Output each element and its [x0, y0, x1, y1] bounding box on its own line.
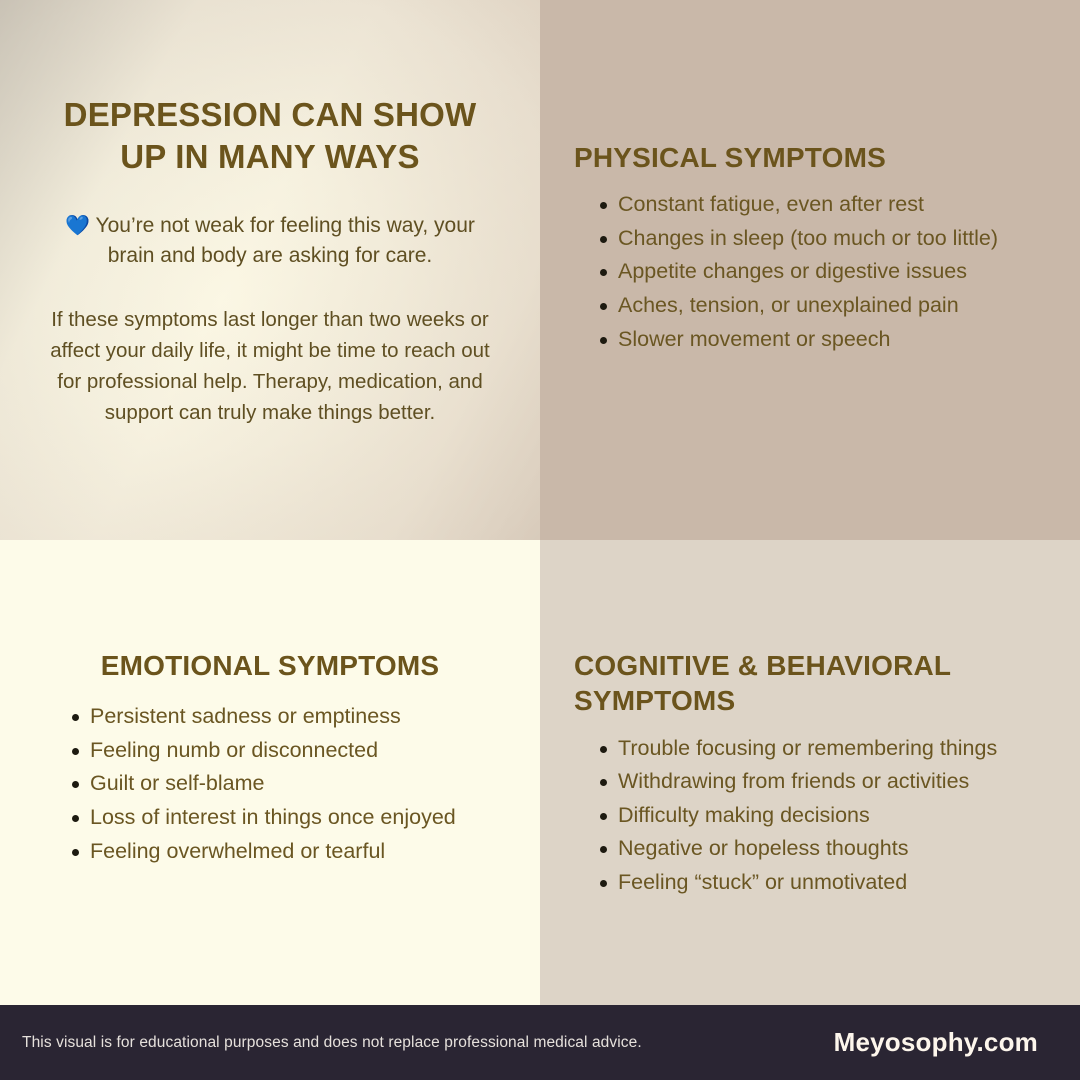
list-item: Changes in sleep (too much or too little…	[574, 223, 1046, 255]
list-item: Difficulty making decisions	[574, 800, 1046, 832]
list-item: Trouble focusing or remembering things	[574, 733, 1046, 765]
list-item: Withdrawing from friends or activities	[574, 766, 1046, 798]
list-item: Constant fatigue, even after rest	[574, 189, 1046, 221]
list-item: Appetite changes or digestive issues	[574, 256, 1046, 288]
list-item: Feeling “stuck” or unmotivated	[574, 867, 1046, 899]
blue-heart-icon: 💙	[65, 215, 91, 238]
intro-lead: 💙 You’re not weak for feeling this way, …	[44, 211, 496, 271]
footer-bar: This visual is for educational purposes …	[0, 1005, 1080, 1080]
list-item: Feeling numb or disconnected	[38, 735, 502, 767]
list-item: Loss of interest in things once enjoyed	[38, 802, 502, 834]
list-item: Persistent sadness or emptiness	[38, 701, 502, 733]
list-item: Slower movement or speech	[574, 324, 1046, 356]
list-item: Negative or hopeless thoughts	[574, 833, 1046, 865]
panel-cognitive-symptoms: COGNITIVE & BEHAVIORAL SYMPTOMS Trouble …	[540, 540, 1080, 1005]
physical-symptoms-title: PHYSICAL SYMPTOMS	[574, 142, 886, 173]
panel-physical-symptoms: PHYSICAL SYMPTOMS Constant fatigue, even…	[540, 0, 1080, 540]
brand-logo: Meyosophy.com	[833, 1027, 1038, 1057]
panel-intro: DEPRESSION CAN SHOW UP IN MANY WAYS 💙 Yo…	[0, 0, 540, 540]
list-item: Aches, tension, or unexplained pain	[574, 290, 1046, 322]
intro-body: If these symptoms last longer than two w…	[50, 307, 490, 425]
footer-disclaimer: This visual is for educational purposes …	[22, 1033, 642, 1051]
page-title: DEPRESSION CAN SHOW UP IN MANY WAYS	[63, 96, 477, 175]
emotional-symptoms-title: EMOTIONAL SYMPTOMS	[100, 650, 440, 681]
list-item: Guilt or self-blame	[38, 768, 502, 800]
cognitive-symptoms-title: COGNITIVE & BEHAVIORAL SYMPTOMS	[574, 650, 951, 717]
quadrant-grid: DEPRESSION CAN SHOW UP IN MANY WAYS 💙 Yo…	[0, 0, 1080, 1005]
intro-lead-text: You’re not weak for feeling this way, yo…	[95, 214, 475, 268]
list-item: Feeling overwhelmed or tearful	[38, 836, 502, 868]
panel-emotional-symptoms: EMOTIONAL SYMPTOMS Persistent sadness or…	[0, 540, 540, 1005]
